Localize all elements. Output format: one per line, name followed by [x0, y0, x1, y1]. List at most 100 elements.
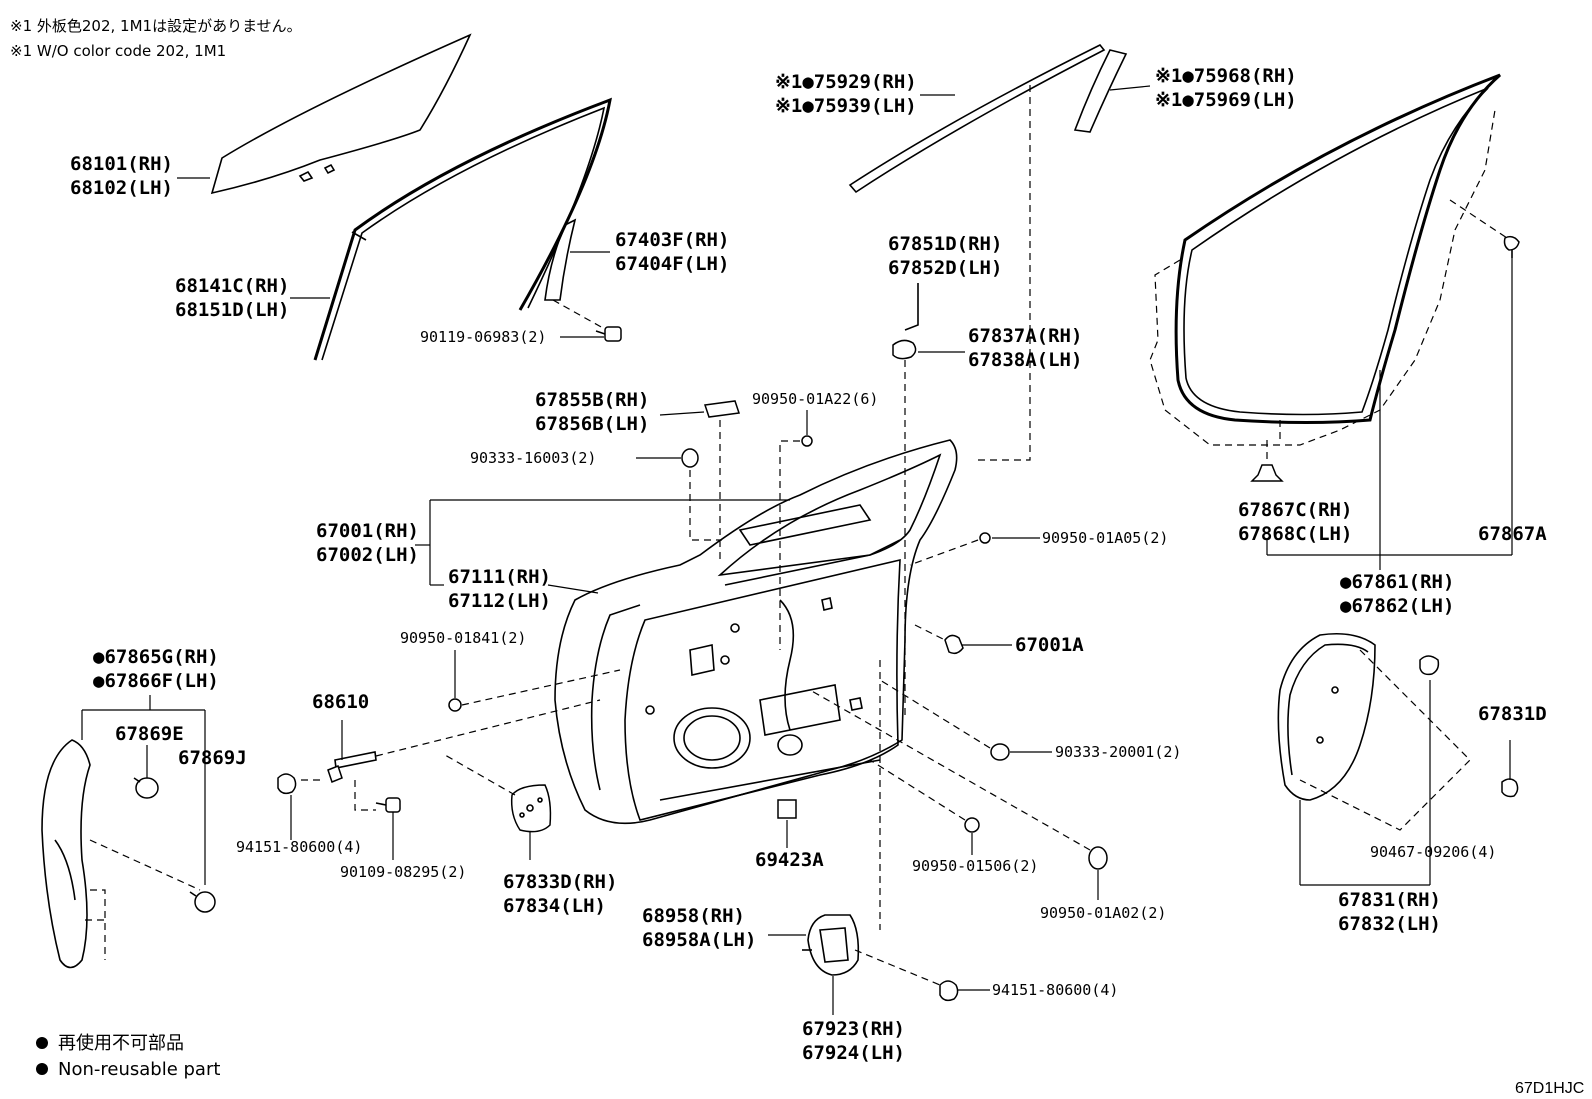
label-67851: 67851D(RH) — [888, 233, 1002, 255]
label-67862: ●67862(LH) — [1340, 595, 1454, 617]
label-75929: ※1●75929(RH) — [775, 71, 917, 93]
label-67111: 67111(RH) — [448, 566, 551, 588]
division-bar-seal — [544, 218, 604, 329]
label-67837: 67837A(RH) — [968, 325, 1082, 347]
legend-jp: 再使用不可部品 — [58, 1033, 184, 1054]
grommet-90950-01a02 — [1088, 846, 1108, 870]
label-67867a: 67867A — [1478, 523, 1547, 545]
label-67831: 67831(RH) — [1338, 889, 1441, 911]
legend-en: Non-reusable part — [58, 1059, 220, 1080]
dash-67923 — [854, 949, 941, 986]
belt-moulding — [848, 43, 1106, 194]
label-68141: 68141C(RH) — [175, 275, 289, 297]
label-75939: ※1●75939(LH) — [775, 95, 917, 117]
label-69423a — [777, 799, 797, 819]
clip-67869j — [189, 891, 216, 913]
plug-90333-20001 — [990, 743, 1010, 761]
door-trim-lower — [41, 739, 201, 969]
grommet-90950-01a05 — [979, 532, 991, 544]
bumper-67001a — [944, 634, 964, 655]
door-panel — [554, 439, 958, 825]
label-67001a: 67001A — [1015, 634, 1084, 656]
note-en: ※1 W/O color code 202, 1M1 — [10, 42, 226, 60]
label-90333-16003: 90333-16003(2) — [470, 449, 596, 467]
clip-67831d — [1501, 778, 1519, 798]
label-67831d: 67831D — [1478, 703, 1547, 725]
dash-67001a — [914, 624, 946, 641]
glass-run-channel — [313, 97, 612, 361]
dash-90950-01841 — [461, 669, 621, 706]
label-68102: 68102(LH) — [70, 177, 173, 199]
plug-90333-16003 — [681, 448, 699, 468]
dash-90109 — [354, 780, 376, 811]
label-68610: 68610 — [312, 691, 369, 713]
hinge-bracket — [892, 283, 919, 360]
label-69423: 69423A — [755, 849, 824, 871]
door-check — [327, 751, 377, 783]
dash-90950-01a22 — [779, 440, 800, 650]
label-67833: 67833D(RH) — [503, 871, 617, 893]
grommet-90950-01841 — [448, 698, 462, 712]
dash-90950-01506 — [869, 759, 966, 821]
label-68101: 68101(RH) — [70, 153, 173, 175]
bolt-90119 — [595, 326, 622, 342]
bolt-90109 — [375, 797, 401, 813]
note-jp: ※1 外板色202, 1M1は設定がありません。 — [10, 17, 302, 35]
label-67834: 67834(LH) — [503, 895, 606, 917]
nut-94151-right — [939, 980, 959, 1002]
label-67112: 67112(LH) — [448, 590, 551, 612]
label-90950-01841: 90950-01841(2) — [400, 629, 526, 647]
label-67838: 67838A(LH) — [968, 349, 1082, 371]
label-68151: 68151D(LH) — [175, 299, 289, 321]
label-67866: ●67866F(LH) — [93, 670, 219, 692]
label-75969: ※1●75969(LH) — [1155, 89, 1297, 111]
leader-67855 — [659, 411, 705, 416]
dash-90333-20001 — [879, 679, 991, 749]
label-90467: 90467-09206(4) — [1370, 843, 1496, 861]
label-68958a: 68958A(LH) — [642, 929, 756, 951]
label-67852: 67852D(LH) — [888, 257, 1002, 279]
label-90950-01a05: 90950-01A05(2) — [1042, 529, 1168, 547]
door-weatherstrip — [1149, 73, 1511, 446]
dash-68610 — [375, 699, 601, 757]
label-67868c: 67868C(LH) — [1238, 523, 1352, 545]
dash-67833 — [444, 754, 516, 796]
legend-dot-jp — [36, 1037, 48, 1049]
label-75968: ※1●75968(RH) — [1155, 65, 1297, 87]
label-67404: 67404F(LH) — [615, 253, 729, 275]
label-67924: 67924(LH) — [802, 1042, 905, 1064]
leader-75968 — [1109, 85, 1151, 91]
label-67861: ●67861(RH) — [1340, 571, 1454, 593]
label-90950-01a02: 90950-01A02(2) — [1040, 904, 1166, 922]
label-90950-01506: 90950-01506(2) — [912, 857, 1038, 875]
label-90333-20001: 90333-20001(2) — [1055, 743, 1181, 761]
nut-94151-left — [277, 773, 297, 795]
label-94151-left: 94151-80600(4) — [236, 838, 362, 856]
label-67869j: 67869J — [178, 747, 247, 769]
label-67865: ●67865G(RH) — [93, 646, 219, 668]
dash-90950-01a05 — [909, 539, 979, 566]
clip-90467 — [1419, 655, 1440, 676]
dash-90333-16003 — [689, 470, 722, 541]
dash-90950-01a02 — [809, 689, 1091, 851]
pillar-moulding — [1073, 49, 1128, 133]
label-90950-01a22: 90950-01A22(6) — [752, 390, 878, 408]
label-67856: 67856B(LH) — [535, 413, 649, 435]
clip-67867c — [1250, 464, 1284, 482]
service-hole-cover — [1277, 632, 1471, 831]
label-67403: 67403F(RH) — [615, 229, 729, 251]
label-67869e: 67869E — [115, 723, 184, 745]
label-67867c: 67867C(RH) — [1238, 499, 1352, 521]
label-94151-right: 94151-80600(4) — [992, 981, 1118, 999]
bracket-67855b — [704, 400, 740, 418]
label-67923: 67923(RH) — [802, 1018, 905, 1040]
leader-67111 — [547, 584, 599, 594]
label-90109: 90109-08295(2) — [340, 863, 466, 881]
label-90119: 90119-06983(2) — [420, 328, 546, 346]
label-67001: 67001(RH) — [316, 520, 419, 542]
grommet-90950-01506 — [964, 817, 980, 833]
label-68958: 68958(RH) — [642, 905, 745, 927]
hole-cover — [510, 784, 552, 833]
clip-67869e — [133, 777, 159, 799]
